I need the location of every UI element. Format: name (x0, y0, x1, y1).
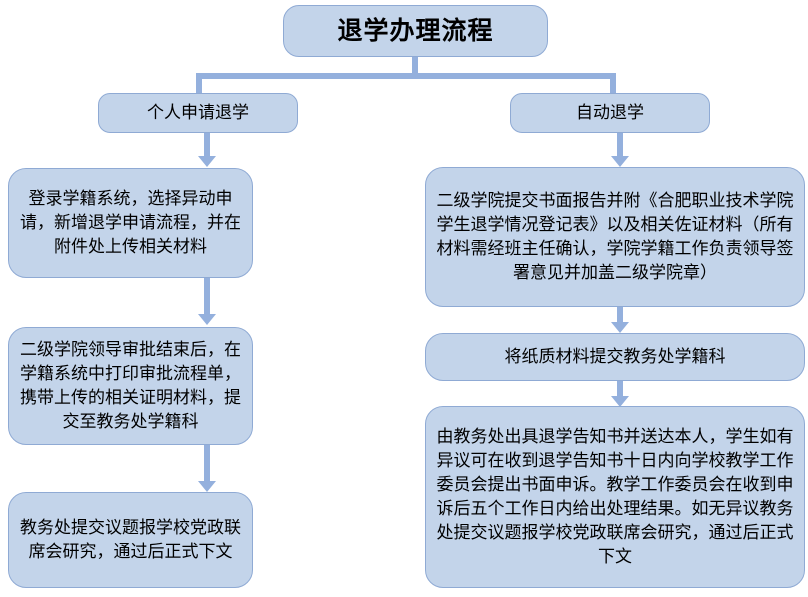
connector-root-bar (196, 73, 616, 79)
flow-node-automatic-step-1[interactable]: 二级学院提交书面报告并附《合肥职业技术学院学生退学情况登记表》以及相关佐证材料（… (425, 167, 805, 307)
flow-node-automatic-step-2-label: 将纸质材料提交教务处学籍科 (504, 346, 726, 367)
arrowhead-automatic-1-icon (611, 156, 629, 167)
connector-personal-step1-to-step2 (204, 278, 210, 320)
flow-node-branch-personal-label: 个人申请退学 (147, 102, 249, 123)
flow-node-personal-step-2[interactable]: 二级学院领导审批结束后，在学籍系统中打印审批流程单，携带上传的相关证明材料，提交… (8, 327, 253, 445)
flow-node-automatic-step-1-label: 二级学院提交书面报告并附《合肥职业技术学院学生退学情况登记表》以及相关佐证材料（… (436, 190, 794, 284)
flow-node-automatic-step-2[interactable]: 将纸质材料提交教务处学籍科 (425, 333, 805, 381)
flow-node-branch-automatic[interactable]: 自动退学 (510, 93, 710, 133)
arrowhead-personal-1-icon (198, 156, 216, 167)
flow-node-automatic-step-3[interactable]: 由教务处出具退学告知书并送达本人，学生如有异议可在收到退学告知书十日内向学校教学… (425, 406, 805, 588)
flow-node-personal-step-1-label: 登录学籍系统，选择异动申请，新增退学申请流程，并在附件处上传相关材料 (20, 188, 241, 258)
flow-node-branch-automatic-label: 自动退学 (576, 102, 644, 123)
flow-node-root[interactable]: 退学办理流程 (283, 5, 548, 57)
connector-automatic-branch-to-step1 (617, 133, 623, 158)
arrowhead-personal-3-icon (198, 481, 216, 492)
arrowhead-automatic-2-icon (611, 322, 629, 333)
flow-node-branch-personal[interactable]: 个人申请退学 (98, 93, 298, 133)
flow-node-personal-step-3-label: 教务处提交议题报学校党政联席会研究，通过后正式下文 (20, 517, 241, 562)
flow-node-root-label: 退学办理流程 (337, 16, 494, 46)
connector-automatic-step2-to-step3 (617, 381, 623, 403)
arrowhead-personal-2-icon (198, 314, 216, 325)
flow-node-personal-step-2-label: 二级学院领导审批结束后，在学籍系统中打印审批流程单，携带上传的相关证明材料，提交… (20, 339, 241, 433)
connector-personal-branch-to-step1 (204, 133, 210, 158)
connector-root-to-personal (196, 73, 202, 93)
flow-node-personal-step-1[interactable]: 登录学籍系统，选择异动申请，新增退学申请流程，并在附件处上传相关材料 (8, 168, 253, 278)
flow-node-automatic-step-3-label: 由教务处出具退学告知书并送达本人，学生如有异议可在收到退学告知书十日内向学校教学… (436, 426, 794, 568)
flow-node-personal-step-3[interactable]: 教务处提交议题报学校党政联席会研究，通过后正式下文 (8, 492, 253, 588)
connector-root-stem (412, 57, 418, 79)
arrowhead-automatic-3-icon (611, 396, 629, 407)
connector-root-to-automatic (610, 73, 616, 93)
connector-automatic-step1-to-step2 (617, 307, 623, 329)
connector-personal-step2-to-step3 (204, 445, 210, 487)
